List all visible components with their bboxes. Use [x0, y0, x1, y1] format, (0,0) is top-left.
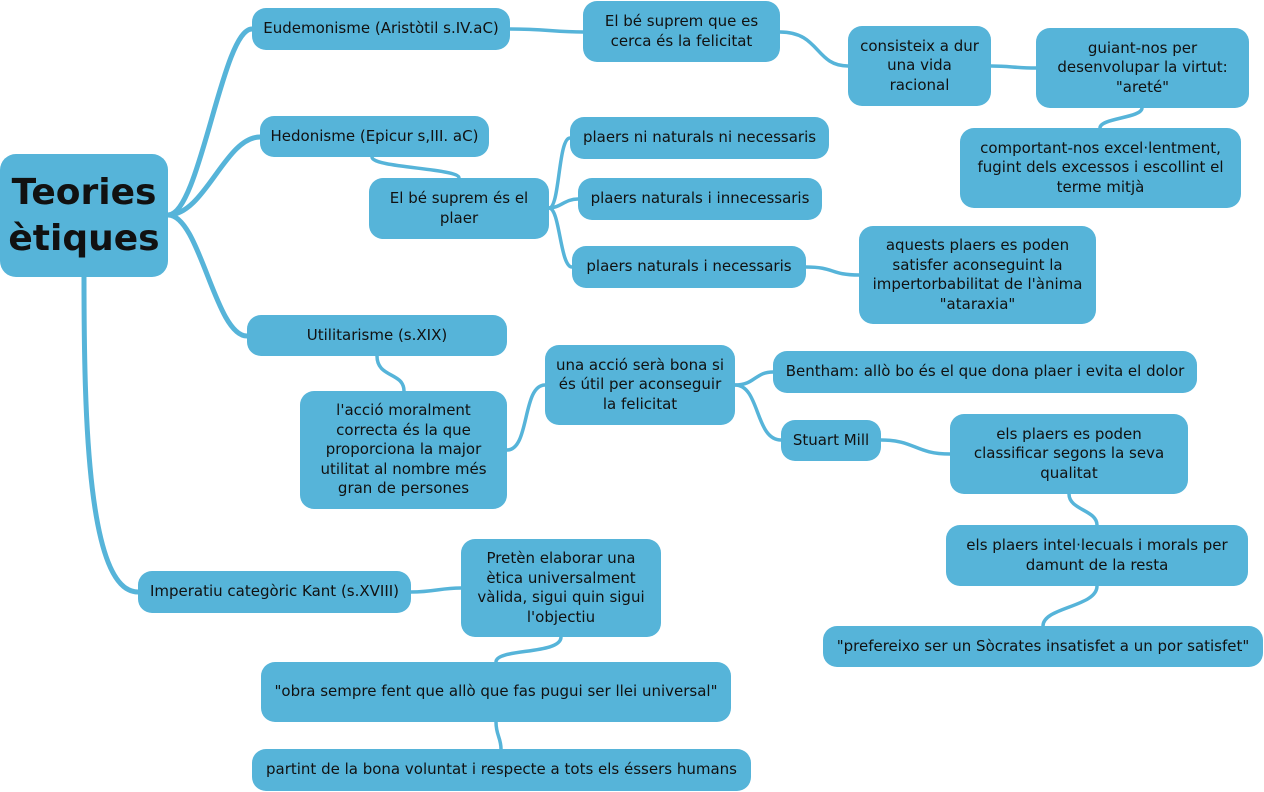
- topic-eudemonisme-be-suprem[interactable]: El bé suprem que es cerca és la felicita…: [583, 1, 780, 62]
- topic-eudemonisme[interactable]: Eudemonisme (Aristòtil s.IV.aC): [252, 8, 510, 50]
- link-vida-virtut: [989, 64, 1038, 70]
- link-accio-bona: [505, 383, 547, 452]
- topic-socrates-quote[interactable]: "prefereixo ser un Sòcrates insatisfet a…: [823, 626, 1263, 667]
- topic-bona-voluntat[interactable]: partint de la bona voluntat i respecte a…: [252, 749, 751, 791]
- link-root-utilitarisme: [165, 212, 250, 339]
- link-bona-mill: [733, 383, 783, 442]
- link-llei-voluntat: [494, 720, 503, 751]
- topic-plaers-intellectuals[interactable]: els plaers intel·lecuals i morals per da…: [946, 525, 1248, 586]
- topic-accio-correcta[interactable]: l'acció moralment correcta és la que pro…: [300, 391, 507, 509]
- link-classificar-intel: [1067, 492, 1099, 527]
- topic-virtut-arete[interactable]: guiant-nos per desenvolupar la virtut: "…: [1036, 28, 1249, 108]
- link-eud-besuprem: [508, 27, 585, 34]
- link-bona-bentham: [733, 370, 775, 387]
- topic-hedonisme[interactable]: Hedonisme (Epicur s,III. aC): [260, 116, 489, 157]
- topic-plaers-innecessaris[interactable]: plaers naturals i innecessaris: [578, 178, 822, 220]
- topic-plaers-ni-naturals[interactable]: plaers ni naturals ni necessaris: [570, 117, 829, 159]
- topic-classificar-plaers[interactable]: els plaers es poden classificar segons l…: [950, 414, 1188, 494]
- topic-terme-mitja[interactable]: comportant-nos excel·lentment, fugint de…: [960, 128, 1241, 208]
- link-etica-llei: [494, 635, 563, 664]
- link-hed-besuprem: [370, 155, 461, 180]
- link-mill-classificar: [879, 438, 952, 456]
- topic-llei-universal[interactable]: "obra sempre fent que allò que fas pugui…: [261, 662, 731, 722]
- root-topic[interactable]: Teories ètiques: [0, 154, 168, 277]
- topic-accio-bona[interactable]: una acció serà bona si és útil per acons…: [545, 345, 735, 425]
- topic-stuart-mill[interactable]: Stuart Mill: [781, 420, 881, 461]
- topic-plaers-necessaris[interactable]: plaers naturals i necessaris: [572, 246, 806, 288]
- link-root-kant: [81, 274, 141, 595]
- topic-bentham[interactable]: Bentham: allò bo és el que dona plaer i …: [773, 351, 1197, 393]
- link-nec-ataraxia: [804, 265, 861, 277]
- link-kant-etica: [409, 586, 463, 594]
- topic-hedonisme-be-suprem[interactable]: El bé suprem és el plaer: [369, 178, 549, 239]
- link-besuprem-nec: [547, 206, 574, 269]
- link-root-hedonisme: [165, 134, 263, 218]
- topic-vida-racional[interactable]: consisteix a dur una vida racional: [848, 26, 991, 106]
- link-root-eudemonisme: [165, 26, 255, 218]
- topic-etica-universal[interactable]: Pretèn elaborar una ètica universalment …: [461, 539, 661, 637]
- topic-utilitarisme[interactable]: Utilitarisme (s.XIX): [247, 315, 507, 356]
- link-besuprem-ni: [547, 136, 572, 210]
- topic-ataraxia[interactable]: aquests plaers es poden satisfer aconseg…: [859, 226, 1096, 324]
- link-besuprem-vida: [778, 30, 850, 68]
- link-intel-socrates: [1041, 584, 1099, 628]
- link-util-accio: [375, 354, 406, 393]
- topic-kant[interactable]: Imperatiu categòric Kant (s.XVIII): [138, 571, 411, 613]
- link-virtut-mitja: [1098, 106, 1144, 130]
